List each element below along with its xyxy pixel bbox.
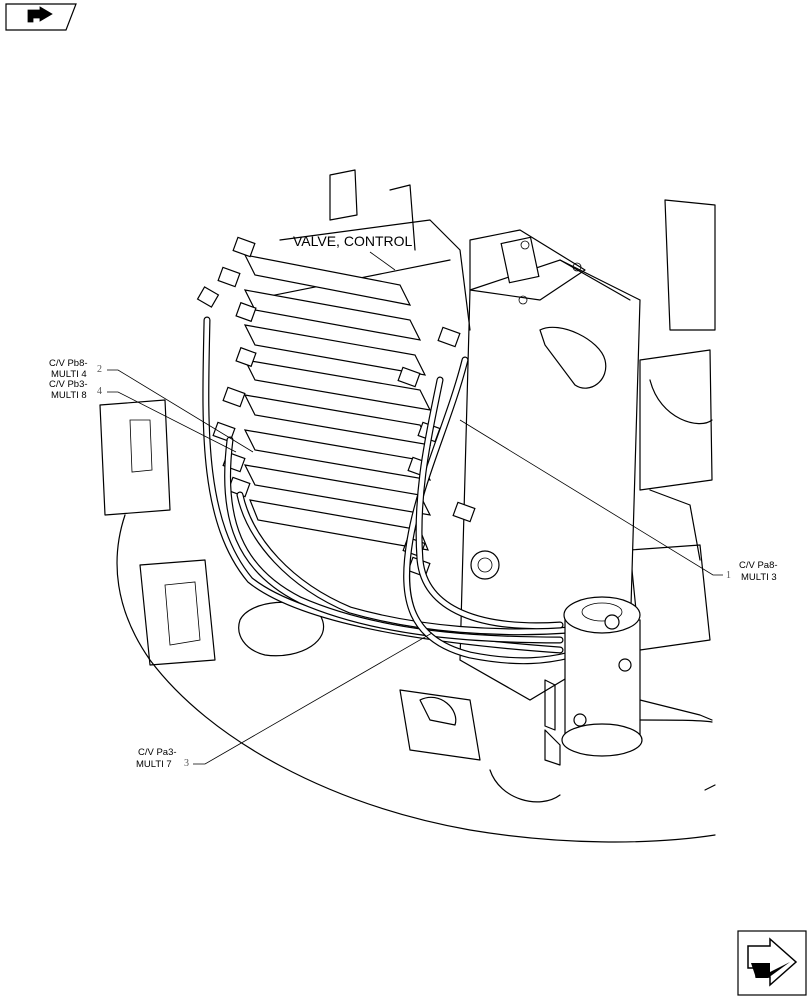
callout-2: C/V Pb8- MULTI 4 2 <box>49 358 254 453</box>
callout-2-line1: C/V Pb8- <box>49 358 88 369</box>
machine-frame <box>99 169 716 843</box>
callout-1-line1: C/V Pa8- <box>739 560 778 571</box>
callout-4-number: 4 <box>97 386 102 397</box>
control-valve-spools <box>243 254 432 551</box>
nav-back-arrow-icon[interactable] <box>5 3 77 31</box>
callout-2-number: 2 <box>97 364 102 375</box>
callout-1-number: 1 <box>726 570 731 581</box>
right-fittings <box>397 326 476 578</box>
callout-2-line2: MULTI 4 <box>51 369 87 380</box>
hoses <box>202 316 574 665</box>
callout-3-line2: MULTI 7 <box>136 759 172 770</box>
swivel-joint <box>544 596 713 766</box>
callout-4-line2: MULTI 8 <box>51 390 87 401</box>
callout-3-line1: C/V Pa3- <box>138 747 177 758</box>
callout-4: C/V Pb3- MULTI 8 4 <box>49 379 237 453</box>
callout-1-line2: MULTI 3 <box>741 572 777 583</box>
callout-3-number: 3 <box>184 758 189 769</box>
diagram-title: VALVE, CONTROL <box>293 233 413 249</box>
callout-4-line1: C/V Pb3- <box>49 379 88 390</box>
next-page-arrow-icon[interactable] <box>737 930 807 996</box>
callout-3: C/V Pa3- MULTI 7 3 <box>136 632 433 770</box>
callout-1: C/V Pa8- MULTI 3 1 <box>459 419 778 583</box>
